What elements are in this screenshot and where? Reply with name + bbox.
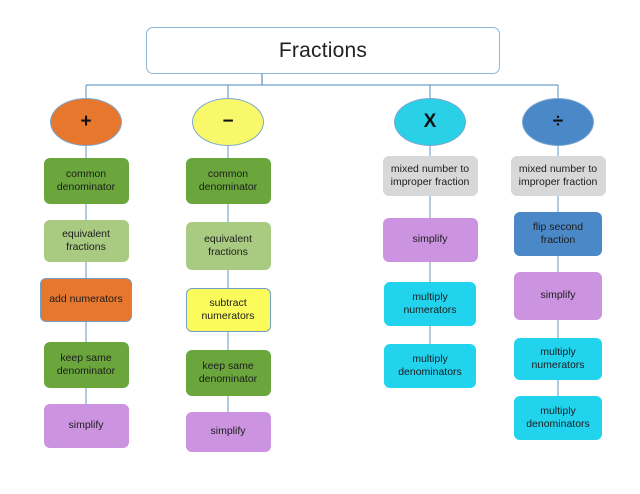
page-title: Fractions: [278, 38, 368, 62]
step-label: mixed number to improper fraction: [390, 162, 470, 188]
step-label: keep same denominator: [198, 359, 258, 385]
step-node[interactable]: common denominator: [43, 158, 129, 204]
operator-symbol-addition: +: [80, 111, 92, 132]
step-node[interactable]: add numerators: [40, 278, 132, 322]
step-node[interactable]: simplify: [43, 404, 129, 448]
step-label: multiply numerators: [403, 290, 457, 316]
step-node[interactable]: simplify: [382, 218, 478, 262]
operator-node-multiplication[interactable]: X: [394, 98, 466, 146]
step-node[interactable]: multiply denominators: [514, 396, 602, 440]
step-node[interactable]: subtract numerators: [185, 288, 271, 332]
step-label: add numerators: [49, 293, 123, 306]
step-node[interactable]: multiply numerators: [384, 282, 476, 326]
step-node[interactable]: mixed number to improper fraction: [382, 156, 478, 196]
operator-node-subtraction[interactable]: −: [192, 98, 264, 146]
operator-symbol-multiplication: X: [423, 111, 437, 132]
step-node[interactable]: equivalent fractions: [185, 222, 271, 270]
step-node[interactable]: keep same denominator: [43, 342, 129, 388]
step-label: simplify: [412, 233, 448, 246]
step-node[interactable]: multiply numerators: [514, 338, 602, 380]
step-label: common denominator: [56, 167, 116, 193]
step-label: simplify: [540, 289, 576, 302]
step-node[interactable]: mixed number to improper fraction: [510, 156, 606, 196]
operator-symbol-subtraction: −: [222, 111, 234, 132]
diagram-title-box: Fractions: [146, 27, 500, 74]
step-node[interactable]: flip second fraction: [514, 212, 602, 256]
step-label: equivalent fractions: [62, 227, 110, 253]
step-label: simplify: [210, 425, 246, 438]
step-label: flip second fraction: [532, 220, 584, 246]
step-label: subtract numerators: [201, 296, 255, 322]
step-node[interactable]: equivalent fractions: [43, 220, 129, 262]
operator-symbol-division: ÷: [552, 111, 564, 132]
step-label: keep same denominator: [56, 351, 116, 377]
step-label: simplify: [68, 419, 104, 432]
step-node[interactable]: common denominator: [185, 158, 271, 204]
step-label: multiply denominators: [398, 352, 462, 378]
step-node[interactable]: keep same denominator: [185, 350, 271, 396]
step-label: equivalent fractions: [204, 232, 252, 258]
step-label: mixed number to improper fraction: [518, 162, 598, 188]
step-node[interactable]: simplify: [185, 412, 271, 452]
operator-node-addition[interactable]: +: [50, 98, 122, 146]
step-label: multiply denominators: [526, 404, 590, 430]
step-node[interactable]: multiply denominators: [384, 344, 476, 388]
step-node[interactable]: simplify: [514, 272, 602, 320]
operator-node-division[interactable]: ÷: [522, 98, 594, 146]
step-label: multiply numerators: [531, 345, 585, 371]
step-label: common denominator: [198, 167, 258, 193]
